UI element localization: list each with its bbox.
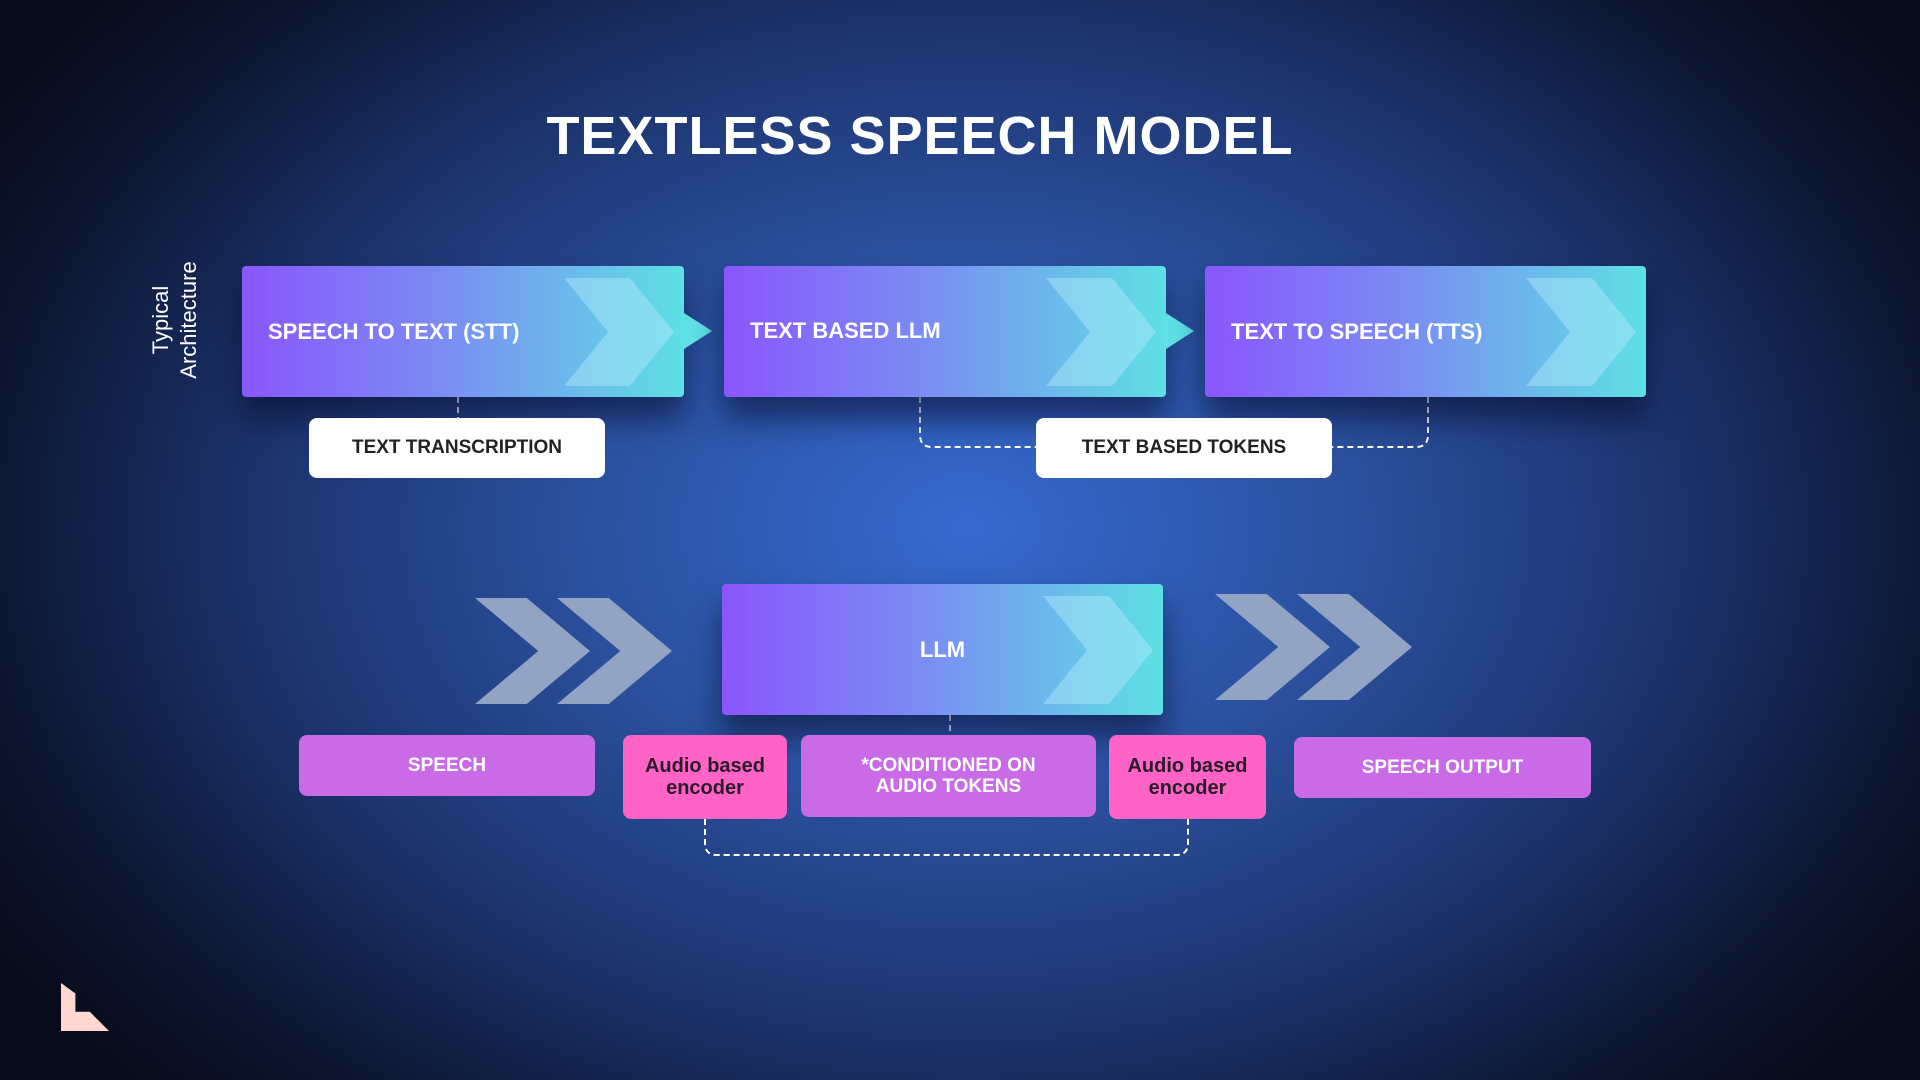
tts-stage: TEXT TO SPEECH (TTS) — [1205, 266, 1646, 397]
llm-tokens-connector — [919, 397, 1036, 448]
conditioned-line2: AUDIO TOKENS — [875, 776, 1022, 797]
typical-architecture-label: Typical Architecture — [105, 250, 245, 390]
text-transcription-note: TEXT TRANSCRIPTION — [309, 418, 605, 478]
side-label-line1: Typical — [148, 285, 173, 355]
chevron-icon — [1046, 278, 1156, 386]
speech-output-box: SPEECH OUTPUT — [1294, 737, 1591, 798]
encoder-left-line1: Audio based — [644, 755, 765, 777]
chevron-icon — [1043, 596, 1153, 704]
text-tokens-note: TEXT BASED TOKENS — [1036, 418, 1332, 478]
conditioned-line1: *CONDITIONED ON — [861, 755, 1036, 776]
page-title: TEXTLESS SPEECH MODEL — [546, 106, 1294, 166]
speech-input-box: SPEECH — [299, 735, 595, 796]
arrow-tip-icon — [1166, 313, 1194, 349]
arrow-tip-icon — [684, 313, 712, 349]
stt-stage: SPEECH TO TEXT (STT) — [242, 266, 684, 397]
encoder-right-line1: Audio based — [1127, 755, 1248, 777]
encoder-right-line2: encoder — [1148, 777, 1227, 799]
logo-icon — [61, 983, 109, 1031]
audio-encoder-left: Audio based encoder — [623, 735, 787, 819]
chevron-icon — [1526, 278, 1636, 386]
llm-label: LLM — [919, 636, 966, 662]
conditioned-box: *CONDITIONED ON AUDIO TOKENS — [801, 735, 1096, 817]
tts-tokens-connector — [1332, 397, 1429, 448]
chevron-icon — [564, 278, 674, 386]
audio-encoder-right: Audio based encoder — [1109, 735, 1266, 819]
text-llm-label: TEXT BASED LLM — [750, 318, 941, 343]
llm-block: LLM — [722, 584, 1163, 715]
input-chevrons-icon — [475, 598, 672, 704]
side-label-line2: Architecture — [176, 261, 201, 379]
stt-label: SPEECH TO TEXT (STT) — [268, 318, 520, 344]
encoder-left-line2: encoder — [666, 777, 744, 799]
tts-label: TEXT TO SPEECH (TTS) — [1231, 318, 1483, 344]
text-llm-stage: TEXT BASED LLM — [724, 266, 1166, 397]
output-chevrons-icon — [1215, 594, 1412, 700]
encoder-bracket — [704, 819, 1189, 856]
